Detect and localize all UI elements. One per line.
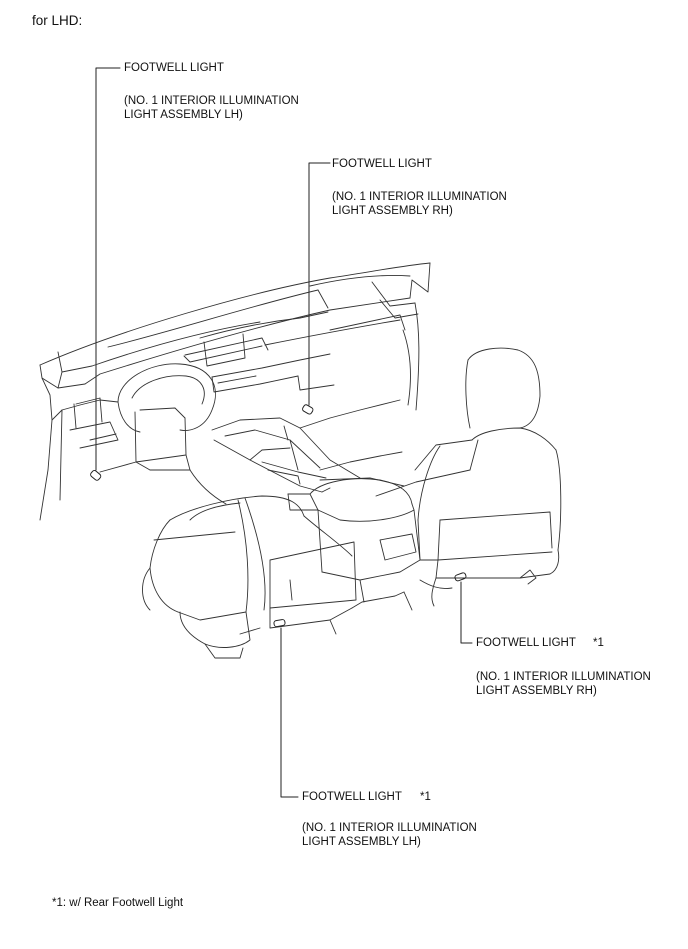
leader-front-rh bbox=[308, 162, 331, 406]
callout-rear-rh-asterisk: *1 bbox=[593, 637, 604, 649]
leader-lines bbox=[95, 67, 473, 798]
callout-front-rh-title: FOOTWELL LIGHT bbox=[332, 158, 432, 170]
callout-front-lh-detail-1: (NO. 1 INTERIOR ILLUMINATION bbox=[124, 95, 299, 107]
steering-wheel bbox=[99, 363, 216, 473]
driver-seat bbox=[375, 347, 562, 607]
footwell-light-front-rh-icon bbox=[302, 404, 314, 415]
callout-rear-lh-detail-1: (NO. 1 INTERIOR ILLUMINATION bbox=[302, 822, 477, 834]
leader-front-lh bbox=[95, 67, 121, 471]
floor-outline bbox=[189, 469, 413, 635]
dashboard-outline bbox=[39, 262, 431, 521]
callout-front-rh-detail-1: (NO. 1 INTERIOR ILLUMINATION bbox=[332, 191, 507, 203]
callout-rear-rh-title: FOOTWELL LIGHT bbox=[476, 637, 576, 649]
center-console bbox=[211, 399, 403, 493]
callout-rear-lh-asterisk: *1 bbox=[420, 791, 431, 803]
callout-front-lh-title: FOOTWELL LIGHT bbox=[124, 62, 224, 74]
footnote: *1: w/ Rear Footwell Light bbox=[52, 897, 184, 909]
footwell-light-rear-rh-icon bbox=[454, 572, 467, 582]
armrest bbox=[287, 477, 421, 581]
passenger-seat bbox=[142, 495, 405, 659]
callout-front-lh-detail-2: LIGHT ASSEMBLY LH) bbox=[124, 109, 243, 121]
callout-rear-rh-detail-2: LIGHT ASSEMBLY RH) bbox=[476, 685, 597, 697]
callout-front-rh-detail-2: LIGHT ASSEMBLY RH) bbox=[332, 205, 453, 217]
callout-rear-lh-detail-2: LIGHT ASSEMBLY LH) bbox=[302, 836, 421, 848]
callout-rear-rh-detail-1: (NO. 1 INTERIOR ILLUMINATION bbox=[476, 671, 651, 683]
footwell-light-rear-lh-icon bbox=[273, 619, 286, 628]
leader-rear-lh bbox=[280, 627, 299, 798]
leader-rear-rh bbox=[460, 581, 473, 644]
callout-rear-lh-title: FOOTWELL LIGHT bbox=[302, 791, 402, 803]
page-heading: for LHD: bbox=[32, 13, 83, 28]
footwell-light-components bbox=[90, 404, 467, 628]
footwell-light-front-lh-icon bbox=[90, 470, 102, 481]
